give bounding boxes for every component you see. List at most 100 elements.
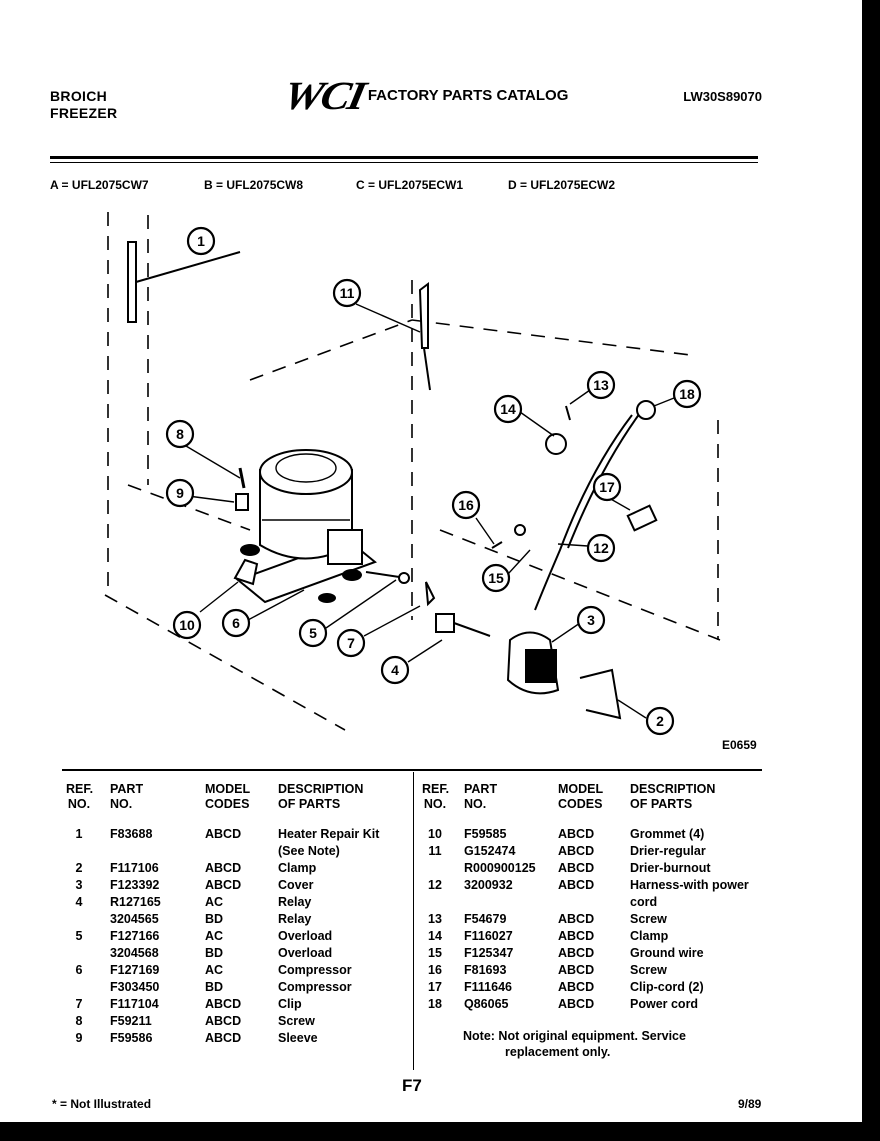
page-number: F7 <box>402 1076 422 1095</box>
description-cell: Cover <box>278 878 314 892</box>
model-codes-cell: ABCD <box>205 878 242 892</box>
not-illustrated-footnote: * = Not Illustrated <box>52 1097 152 1111</box>
description-cell: Screw <box>278 1014 315 1028</box>
svg-text:2: 2 <box>656 713 664 729</box>
callout-15: 15 <box>481 563 511 593</box>
product-type: FREEZER <box>50 105 118 121</box>
description-cell: Overload <box>278 946 333 960</box>
header-rule-thin <box>50 162 758 163</box>
table-top-rule <box>62 769 762 771</box>
part-number-cell: F117106 <box>110 861 159 875</box>
description-cell: Screw <box>630 912 667 926</box>
description-cell: Sleeve <box>278 1031 318 1045</box>
header-ref: REF.NO. <box>422 782 450 811</box>
table-column-divider <box>413 772 414 1070</box>
callout-14: 14 <box>493 394 523 424</box>
description-cell: Drier-regular <box>630 844 706 858</box>
model-codes-cell: ABCD <box>205 1031 242 1045</box>
part-number-cell: F116027 <box>464 929 513 943</box>
svg-text:4: 4 <box>391 662 399 678</box>
part-number-cell: F83688 <box>110 827 153 841</box>
ref-cell: 16 <box>428 963 442 977</box>
exploded-parts-diagram: 1 11 13 14 18 8 9 16 17 12 15 10 6 5 7 3… <box>104 212 721 736</box>
part-number-cell: 3204568 <box>110 946 159 960</box>
model-codes-cell: ABCD <box>558 980 595 994</box>
description-cell: Drier-burnout <box>630 861 711 875</box>
svg-text:16: 16 <box>458 497 474 513</box>
ref-cell: 12 <box>428 878 442 892</box>
model-codes-cell: AC <box>205 963 224 977</box>
model-codes-cell: BD <box>205 946 224 960</box>
model-codes-cell: ABCD <box>558 844 595 858</box>
description-cell: Compressor <box>278 963 352 977</box>
svg-text:18: 18 <box>679 386 695 402</box>
model-codes-cell: AC <box>205 895 224 909</box>
callout-16: 16 <box>451 490 481 520</box>
callout-1: 1 <box>186 226 216 256</box>
ref-cell: 8 <box>75 1014 83 1028</box>
callout-8: 8 <box>165 419 195 449</box>
svg-text:7: 7 <box>347 635 355 651</box>
callout-17: 17 <box>592 472 622 502</box>
compressor-part <box>233 449 377 604</box>
svg-text:12: 12 <box>593 540 609 556</box>
description-cell: Overload <box>278 929 333 943</box>
electrical-parts <box>365 282 658 720</box>
model-codes-cell: ABCD <box>205 997 242 1011</box>
ref-cell: 17 <box>428 980 442 994</box>
svg-text:11: 11 <box>340 285 355 301</box>
description-cell: Heater Repair Kit <box>278 827 380 841</box>
model-codes-cell: ABCD <box>558 929 595 943</box>
part-number-cell: F303450 <box>110 980 160 994</box>
callout-12: 12 <box>586 533 616 563</box>
ref-cell: 14 <box>428 929 442 943</box>
model-c: C = UFL2075ECW1 <box>356 178 464 192</box>
publication-date: 9/89 <box>738 1097 762 1111</box>
part-number-cell: R127165 <box>110 895 161 909</box>
header-rule <box>50 156 758 159</box>
ref-cell: 4 <box>75 895 83 909</box>
description-cell: Power cord <box>630 997 699 1011</box>
description-cell: Compressor <box>278 980 352 994</box>
callout-3: 3 <box>576 605 606 635</box>
description-cell: Grommet (4) <box>630 827 705 841</box>
catalog-number: LW30S89070 <box>683 89 762 104</box>
part-number-cell: F59211 <box>110 1014 152 1028</box>
part-number-cell: 3204565 <box>110 912 159 926</box>
callout-2: 2 <box>645 706 675 736</box>
svg-text:6: 6 <box>232 615 240 631</box>
ref-cell: 6 <box>75 963 83 977</box>
svg-text:14: 14 <box>500 401 516 417</box>
description-cell: Ground wire <box>630 946 704 960</box>
description-cell: Relay <box>278 895 312 909</box>
heater-part <box>127 241 241 323</box>
model-codes-cell: ABCD <box>205 1014 242 1028</box>
model-codes-cell: ABCD <box>558 912 595 926</box>
part-number-cell: F127166 <box>110 929 160 943</box>
part-number-cell: Q86065 <box>464 997 509 1011</box>
model-codes-cell: ABCD <box>558 861 595 875</box>
part-number-cell: R000900125 <box>464 861 536 875</box>
model-b: B = UFL2075CW8 <box>204 178 304 192</box>
header-ref: REF.NO. <box>66 782 94 811</box>
ref-cell: 5 <box>75 929 83 943</box>
description-cell: Clip <box>278 997 302 1011</box>
description-cell: Harness-with power <box>630 878 749 892</box>
svg-text:1: 1 <box>197 233 205 249</box>
ref-cell: 3 <box>75 878 83 892</box>
part-number-cell: G152474 <box>464 844 516 858</box>
part-number-cell: F127169 <box>110 963 160 977</box>
callout-18: 18 <box>672 379 702 409</box>
ref-cell: 13 <box>428 912 442 926</box>
svg-text:9: 9 <box>176 485 184 501</box>
description-cell: Clamp <box>278 861 317 875</box>
callout-10: 10 <box>172 610 202 640</box>
svg-text:3: 3 <box>587 612 595 628</box>
ref-cell: 1 <box>75 827 83 841</box>
description-cell: Clamp <box>630 929 669 943</box>
svg-text:15: 15 <box>488 570 504 586</box>
brand-block: BROICH FREEZER <box>50 88 117 122</box>
